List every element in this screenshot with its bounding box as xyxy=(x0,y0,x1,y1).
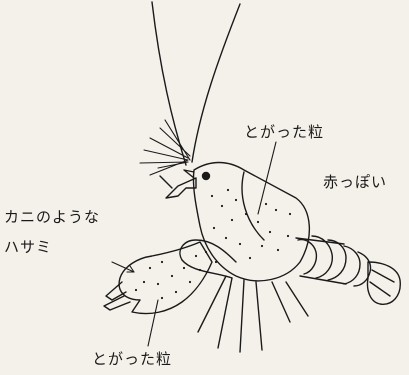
claw-arm xyxy=(180,240,236,278)
antenna-left xyxy=(152,2,186,165)
label-spiky-grains-bottom: とがった粒 xyxy=(92,348,172,369)
big-claw xyxy=(119,242,212,314)
rostrum xyxy=(184,170,194,178)
eye xyxy=(203,173,210,180)
small-claw xyxy=(166,178,196,198)
label-crab-like-line1: カニのような xyxy=(4,206,100,227)
leader-bottom xyxy=(148,300,158,346)
walking-legs xyxy=(198,276,308,352)
label-crab-like-line2: ハサミ xyxy=(4,236,52,257)
antenna-right xyxy=(192,4,240,162)
leader-top xyxy=(258,142,276,214)
antennule-tuft xyxy=(140,120,190,175)
label-spiky-grains-top: とがった粒 xyxy=(244,121,324,142)
label-reddish: 赤っぽい xyxy=(323,171,387,192)
